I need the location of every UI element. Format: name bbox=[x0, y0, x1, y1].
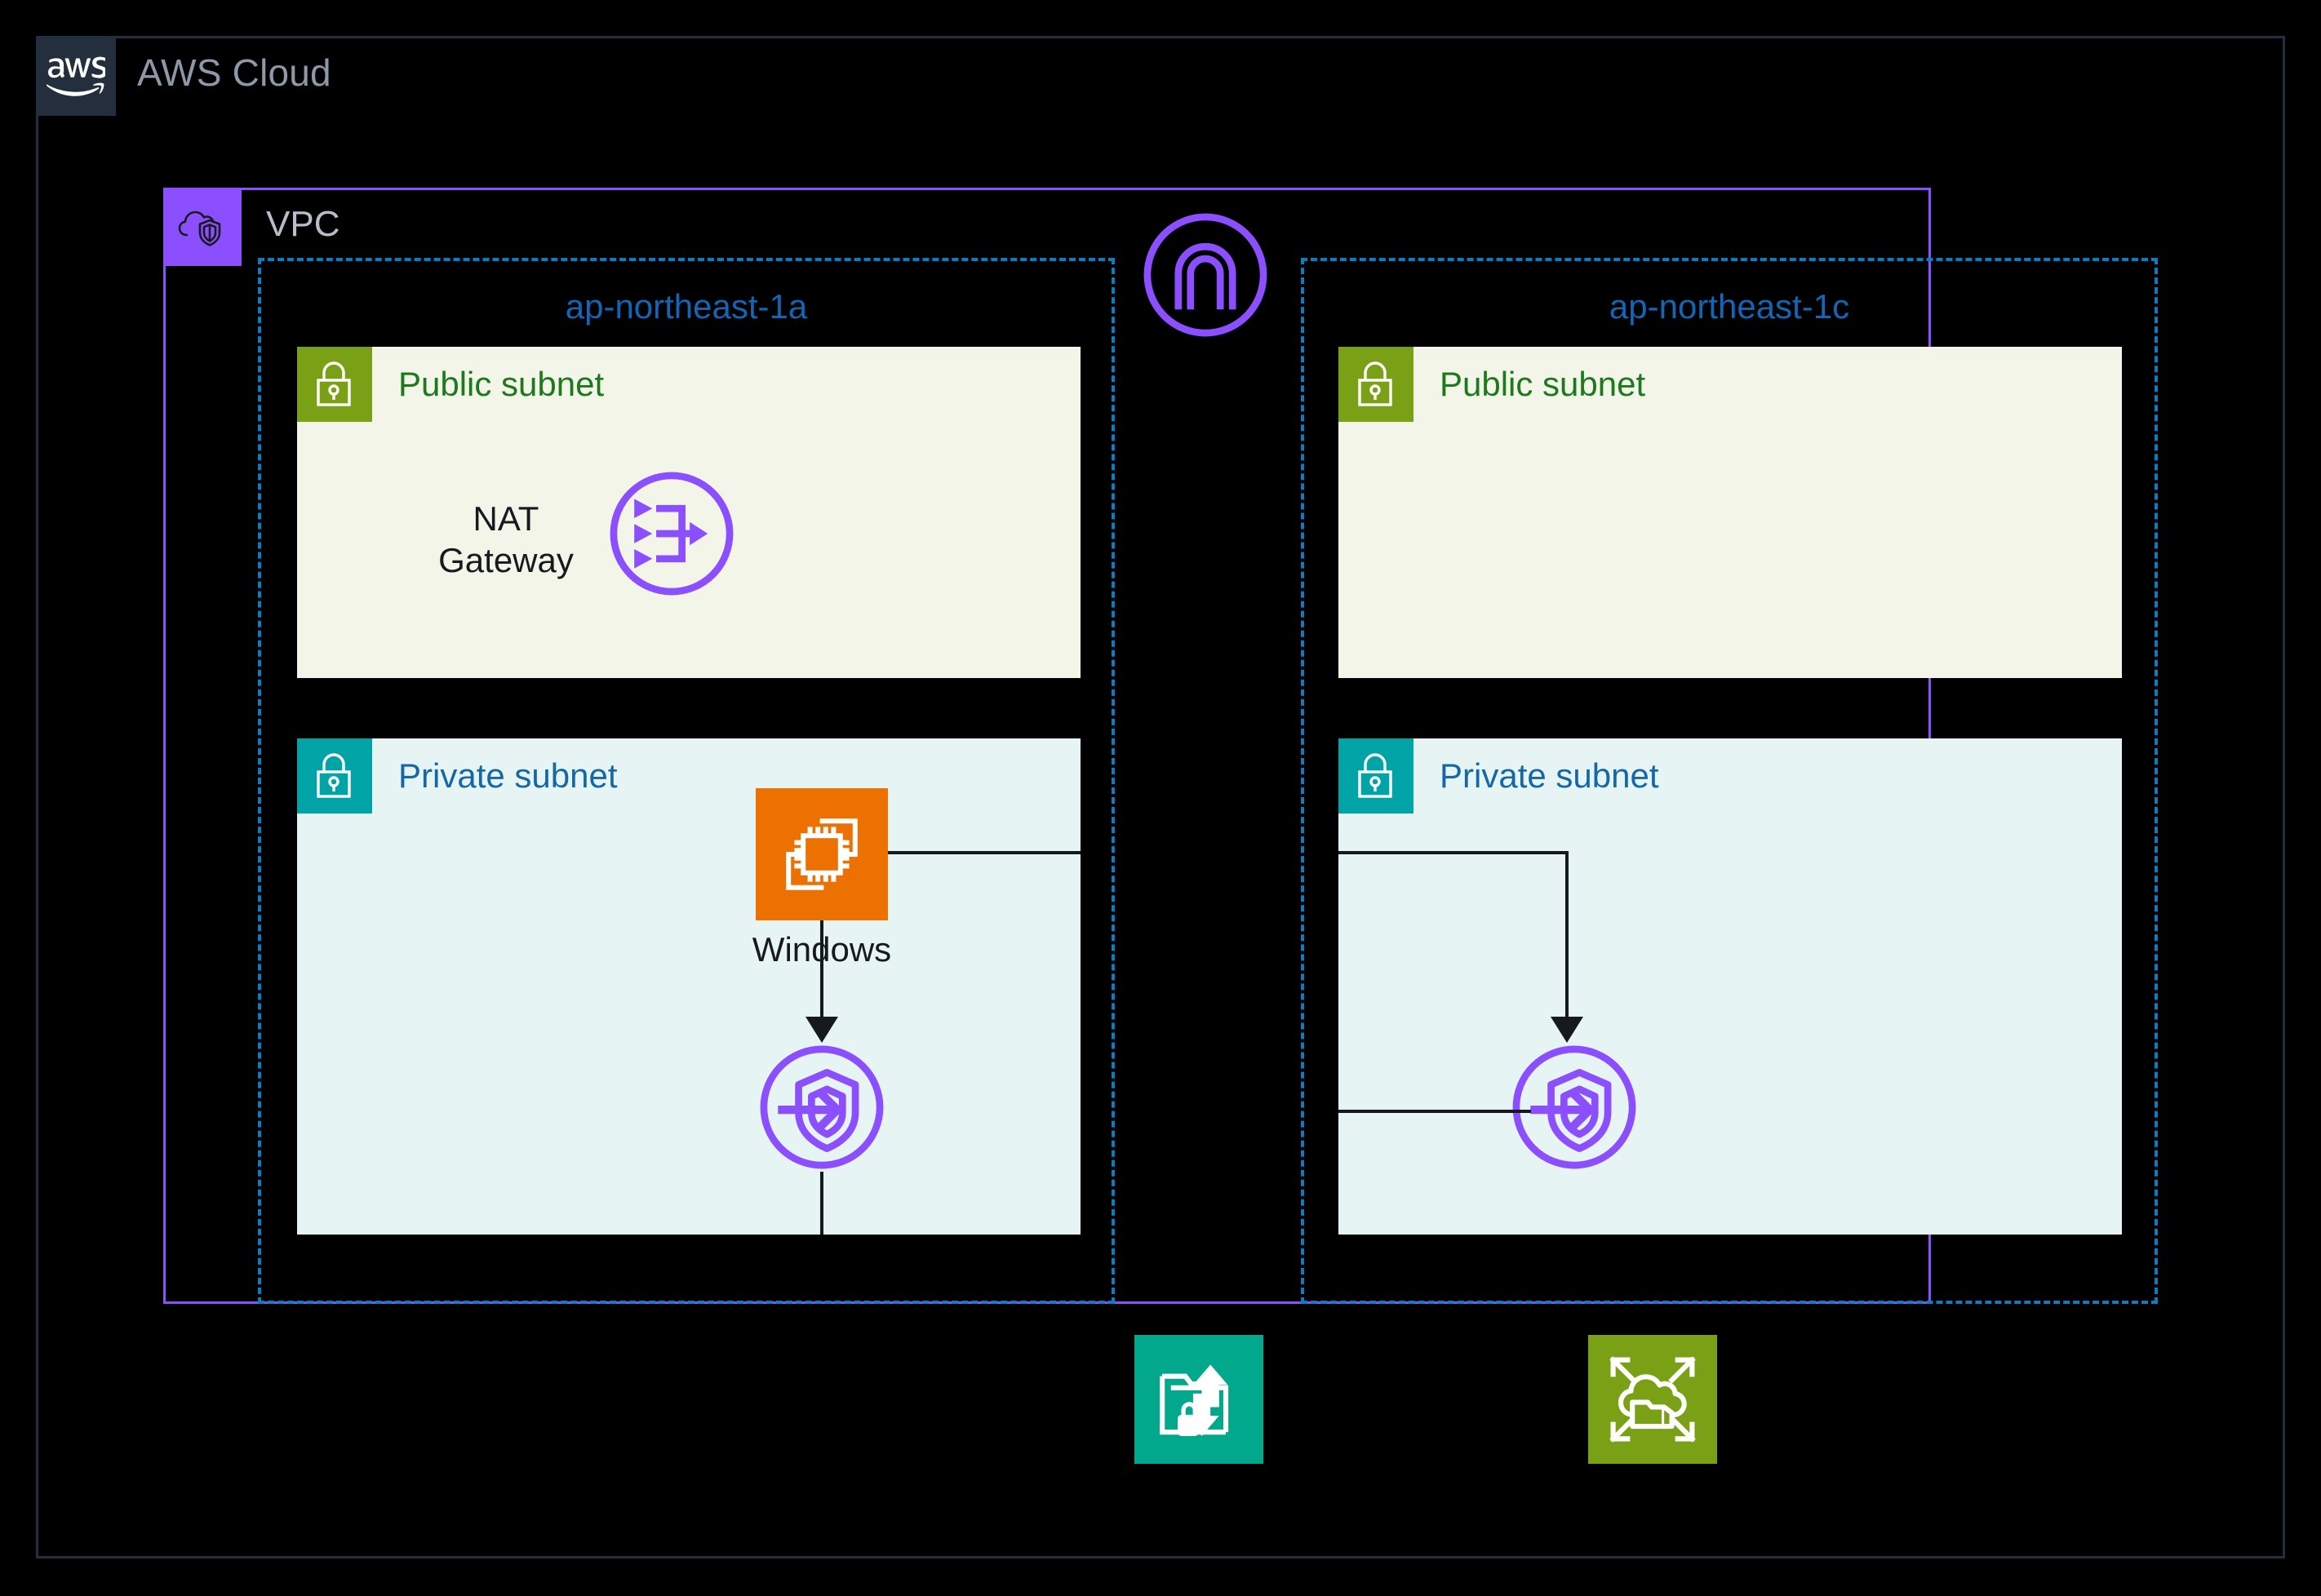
lock-icon bbox=[297, 738, 372, 814]
lock-icon bbox=[1338, 347, 1413, 422]
connector-vpc-endpoint-downstream bbox=[820, 1172, 823, 1235]
public-subnet-1c bbox=[1338, 347, 2122, 678]
connector-az1c-vertical bbox=[1565, 851, 1569, 1018]
vpc-endpoint-icon[interactable] bbox=[757, 1043, 886, 1172]
aws-cloud-title: AWS Cloud bbox=[137, 51, 331, 94]
private-subnet-1c bbox=[1338, 738, 2122, 1235]
fsx-file-storage-icon[interactable] bbox=[1588, 1335, 1717, 1464]
arrowhead-icon bbox=[805, 1017, 838, 1043]
lock-icon bbox=[297, 347, 372, 422]
private-subnet-label-1c: Private subnet bbox=[1440, 756, 1659, 795]
aws-cloud-boundary bbox=[36, 36, 2285, 1558]
connector-az1c-inbound-top bbox=[1338, 851, 1569, 854]
arrowhead-icon bbox=[1551, 1017, 1583, 1043]
connector-az1c-inbound-bottom bbox=[1338, 1110, 1531, 1113]
vpc-cloud-shield-icon bbox=[163, 188, 242, 266]
availability-zone-label-1a: ap-northeast-1a bbox=[565, 287, 808, 326]
connector-ec2-to-az-boundary bbox=[888, 851, 1081, 854]
availability-zone-label-1c: ap-northeast-1c bbox=[1609, 287, 1850, 326]
nat-gateway-icon[interactable] bbox=[607, 469, 736, 598]
availability-zone-ap-northeast-1a bbox=[258, 258, 1115, 1304]
vpc-endpoint-icon[interactable] bbox=[1510, 1043, 1639, 1172]
vpc-title: VPC bbox=[266, 204, 340, 244]
private-subnet-label-1a: Private subnet bbox=[398, 756, 618, 795]
nat-gateway-label-line2: Gateway bbox=[438, 541, 574, 580]
nat-gateway-label: NAT Gateway bbox=[424, 498, 588, 581]
private-subnet-1a bbox=[297, 738, 1081, 1235]
transfer-family-icon[interactable] bbox=[1134, 1335, 1263, 1464]
aws-logo-icon bbox=[36, 36, 116, 116]
internet-gateway-icon[interactable] bbox=[1141, 211, 1270, 339]
public-subnet-label-1c: Public subnet bbox=[1440, 365, 1646, 403]
public-subnet-1a bbox=[297, 347, 1081, 678]
connector-ec2-to-vpc-endpoint bbox=[820, 920, 823, 1018]
lock-icon bbox=[1338, 738, 1413, 814]
ec2-instance-icon[interactable] bbox=[756, 788, 888, 920]
public-subnet-label-1a: Public subnet bbox=[398, 365, 605, 403]
nat-gateway-label-line1: NAT bbox=[473, 499, 539, 538]
availability-zone-ap-northeast-1c bbox=[1301, 258, 2158, 1304]
